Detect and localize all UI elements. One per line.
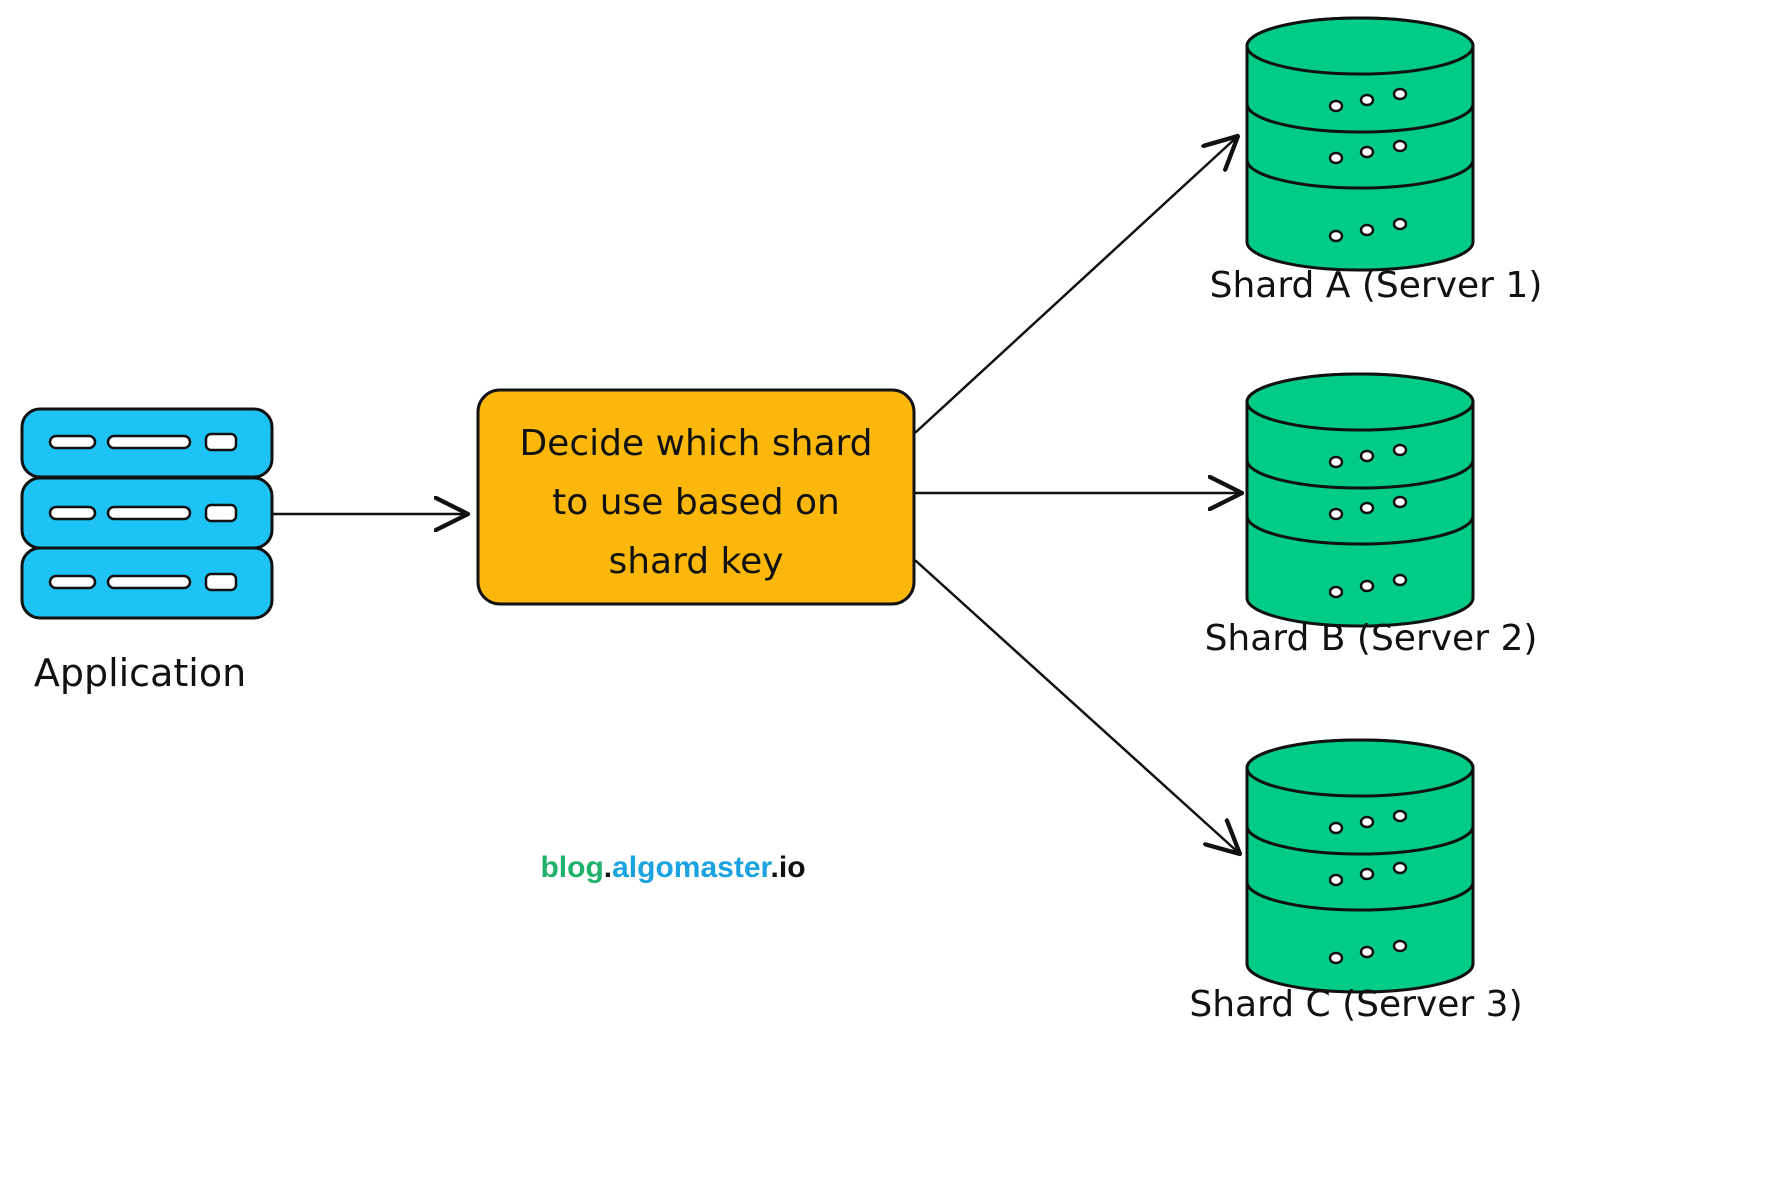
watermark-algomaster: algomaster	[612, 851, 772, 884]
application-server-icon	[20, 407, 274, 620]
watermark-io: io	[779, 851, 806, 884]
shard-b-database-icon	[1245, 372, 1475, 628]
arrow-router-to-shard-c	[914, 559, 1240, 854]
shard-a-label: Shard A (Server 1)	[1210, 265, 1543, 306]
application-label: Application	[34, 651, 246, 695]
arrow-router-to-shard-a	[914, 136, 1238, 434]
shard-b-label: Shard B (Server 2)	[1205, 618, 1538, 659]
shard-c-database-icon	[1245, 738, 1475, 994]
shard-router-box	[476, 388, 916, 606]
watermark-dot-2: .	[771, 851, 779, 884]
watermark: blog.algomaster.io	[540, 851, 805, 884]
watermark-blog: blog	[540, 851, 603, 884]
watermark-dot-1: .	[604, 851, 612, 884]
shard-a-database-icon	[1245, 16, 1475, 272]
router-line-2: to use based on	[552, 482, 840, 523]
shard-c-label: Shard C (Server 3)	[1189, 984, 1522, 1025]
router-line-1: Decide which shard	[519, 423, 872, 464]
router-line-3: shard key	[608, 541, 783, 582]
